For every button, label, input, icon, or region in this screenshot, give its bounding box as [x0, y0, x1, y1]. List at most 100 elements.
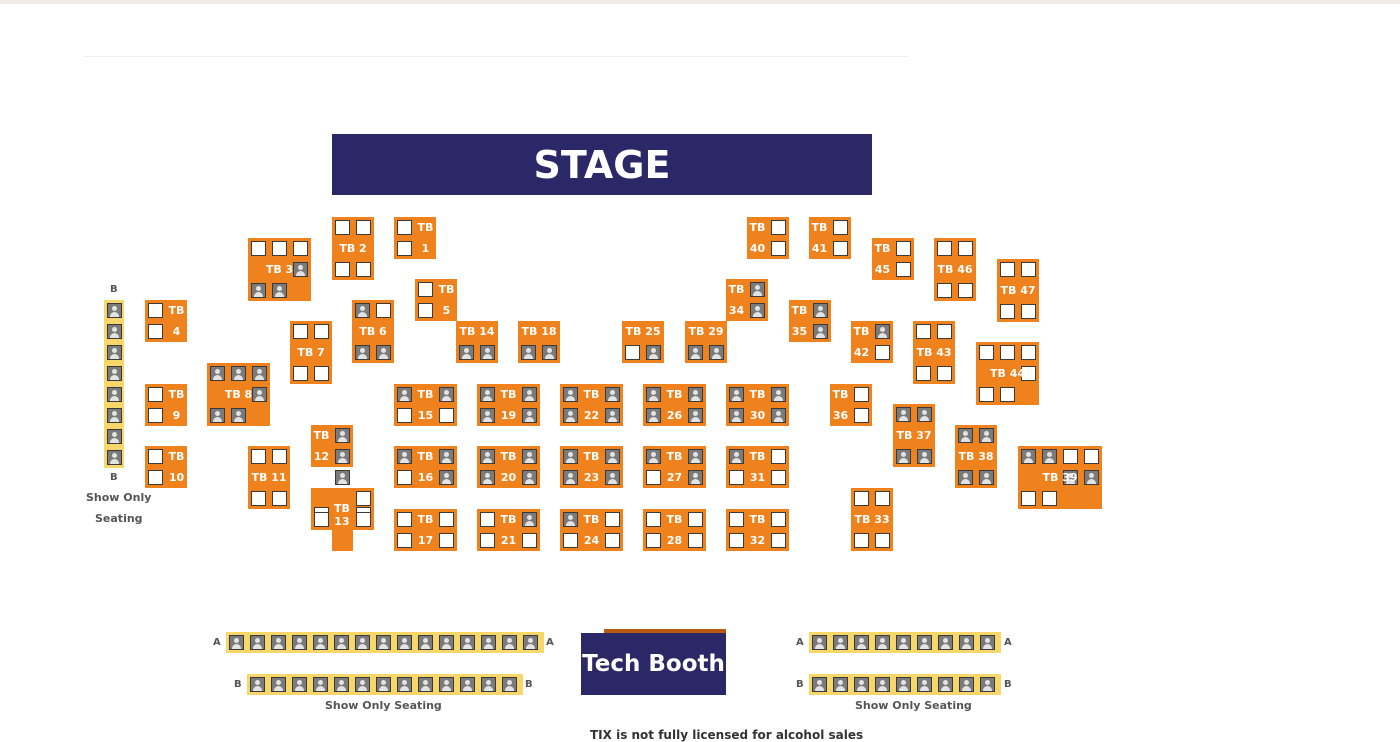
show-only-seat[interactable]	[229, 635, 244, 650]
seat[interactable]	[646, 512, 661, 527]
show-only-seat[interactable]	[833, 635, 848, 650]
seat[interactable]	[729, 533, 744, 548]
seat[interactable]	[522, 512, 537, 527]
seat[interactable]	[397, 533, 412, 548]
seat[interactable]	[937, 241, 952, 256]
seat[interactable]	[605, 470, 620, 485]
seat[interactable]	[148, 324, 163, 339]
seat[interactable]	[646, 533, 661, 548]
seat[interactable]	[813, 324, 828, 339]
seat[interactable]	[958, 283, 973, 298]
seat[interactable]	[210, 408, 225, 423]
seat[interactable]	[397, 387, 412, 402]
show-only-seat[interactable]	[959, 635, 974, 650]
seat[interactable]	[750, 282, 765, 297]
seat[interactable]	[979, 387, 994, 402]
seat[interactable]	[480, 533, 495, 548]
seat[interactable]	[522, 387, 537, 402]
show-only-seat[interactable]	[959, 677, 974, 692]
seat[interactable]	[1084, 470, 1099, 485]
seat[interactable]	[521, 345, 536, 360]
seat[interactable]	[480, 387, 495, 402]
seat[interactable]	[439, 470, 454, 485]
seat[interactable]	[1042, 491, 1057, 506]
seat[interactable]	[231, 366, 246, 381]
seat[interactable]	[875, 345, 890, 360]
seat[interactable]	[854, 408, 869, 423]
seat[interactable]	[522, 408, 537, 423]
seat[interactable]	[771, 533, 786, 548]
seat[interactable]	[459, 345, 474, 360]
show-only-seat[interactable]	[854, 677, 869, 692]
seat[interactable]	[646, 345, 661, 360]
show-only-seat[interactable]	[397, 677, 412, 692]
seat[interactable]	[563, 449, 578, 464]
seat[interactable]	[688, 449, 703, 464]
seat[interactable]	[418, 303, 433, 318]
show-only-seat[interactable]	[439, 635, 454, 650]
seat[interactable]	[148, 408, 163, 423]
seat[interactable]	[335, 449, 350, 464]
show-only-seat[interactable]	[980, 635, 995, 650]
show-only-seat[interactable]	[250, 635, 265, 650]
seat[interactable]	[605, 387, 620, 402]
show-only-seat[interactable]	[917, 635, 932, 650]
show-only-seat[interactable]	[481, 635, 496, 650]
seat[interactable]	[917, 407, 932, 422]
seat[interactable]	[729, 449, 744, 464]
show-only-seat[interactable]	[833, 677, 848, 692]
seat[interactable]	[979, 428, 994, 443]
show-only-seat[interactable]	[292, 677, 307, 692]
seat[interactable]	[397, 449, 412, 464]
seat[interactable]	[688, 533, 703, 548]
seat[interactable]	[480, 470, 495, 485]
seat[interactable]	[439, 408, 454, 423]
show-only-seat[interactable]	[107, 429, 122, 444]
seat[interactable]	[251, 241, 266, 256]
seat[interactable]	[293, 324, 308, 339]
seat[interactable]	[335, 470, 350, 485]
seat[interactable]	[1063, 449, 1078, 464]
seat[interactable]	[1021, 345, 1036, 360]
seat[interactable]	[148, 470, 163, 485]
seat[interactable]	[896, 407, 911, 422]
seat[interactable]	[771, 449, 786, 464]
seat[interactable]	[522, 470, 537, 485]
seat[interactable]	[625, 345, 640, 360]
seat[interactable]	[1021, 366, 1036, 381]
seat[interactable]	[605, 449, 620, 464]
seat[interactable]	[563, 512, 578, 527]
show-only-seat[interactable]	[854, 635, 869, 650]
seat[interactable]	[397, 220, 412, 235]
seat[interactable]	[439, 387, 454, 402]
seat[interactable]	[688, 345, 703, 360]
show-only-seat[interactable]	[460, 635, 475, 650]
show-only-seat[interactable]	[418, 635, 433, 650]
seat[interactable]	[979, 470, 994, 485]
seat[interactable]	[251, 283, 266, 298]
show-only-seat[interactable]	[938, 677, 953, 692]
seat[interactable]	[355, 303, 370, 318]
seat[interactable]	[833, 241, 848, 256]
seat[interactable]	[376, 345, 391, 360]
seat[interactable]	[605, 408, 620, 423]
show-only-seat[interactable]	[271, 677, 286, 692]
seat[interactable]	[356, 491, 371, 506]
seat[interactable]	[148, 303, 163, 318]
show-only-seat[interactable]	[397, 635, 412, 650]
show-only-seat[interactable]	[376, 635, 391, 650]
seat[interactable]	[439, 512, 454, 527]
show-only-seat[interactable]	[107, 450, 122, 465]
seat[interactable]	[1042, 449, 1057, 464]
seat[interactable]	[916, 324, 931, 339]
seat[interactable]	[439, 533, 454, 548]
show-only-seat[interactable]	[355, 677, 370, 692]
show-only-seat[interactable]	[107, 387, 122, 402]
seat[interactable]	[771, 512, 786, 527]
seat[interactable]	[688, 512, 703, 527]
seat[interactable]	[729, 387, 744, 402]
show-only-seat[interactable]	[896, 635, 911, 650]
seat[interactable]	[771, 241, 786, 256]
show-only-seat[interactable]	[502, 635, 517, 650]
seat[interactable]	[335, 220, 350, 235]
